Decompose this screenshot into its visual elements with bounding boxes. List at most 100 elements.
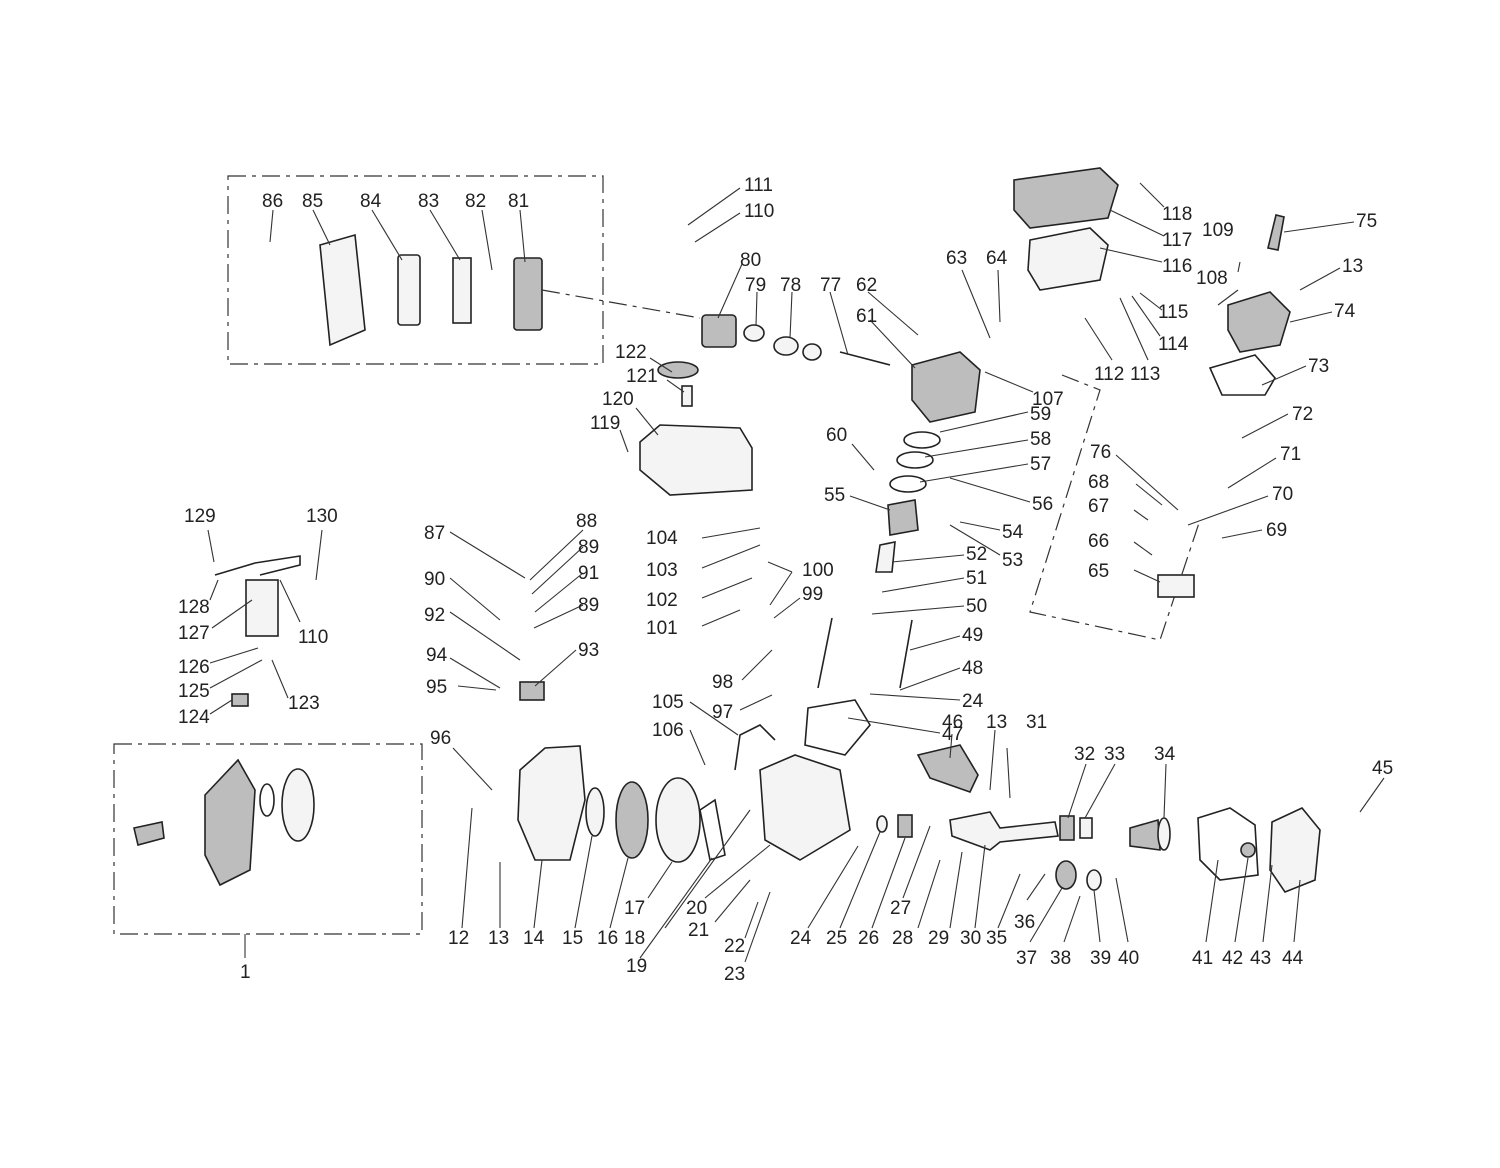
callout-26: 26	[858, 928, 879, 949]
leader-111	[687, 187, 741, 226]
callout-84: 84	[360, 191, 382, 212]
leader-79	[755, 291, 758, 326]
cooling-fan	[615, 781, 649, 859]
callout-41: 41	[1192, 948, 1213, 969]
callout-labels: 86 85 84 83 82 81 111 110 80 79 78 77 62…	[178, 175, 1393, 985]
leader-81	[519, 209, 526, 263]
leader-64	[997, 269, 1001, 323]
governor-gear	[1055, 860, 1077, 890]
starter-handle	[133, 821, 165, 846]
leader-102	[701, 577, 753, 599]
leader-84	[371, 209, 403, 261]
callout-130: 130	[306, 506, 338, 527]
leader-54	[959, 521, 1001, 531]
leader-80	[717, 263, 743, 319]
callout-91: 91	[578, 563, 599, 584]
leader-67	[1133, 509, 1149, 521]
leader-53	[949, 524, 1001, 556]
callout-46: 46	[942, 712, 963, 733]
callout-83: 83	[418, 191, 439, 212]
main-bearing	[897, 814, 913, 838]
callout-16: 16	[597, 928, 618, 949]
leader-89b	[533, 604, 584, 629]
callout-48: 48	[962, 658, 983, 679]
callout-32: 32	[1074, 744, 1095, 765]
leader-103	[701, 544, 761, 569]
callout-99: 99	[802, 584, 823, 605]
leader-16	[609, 857, 629, 929]
leader-18	[664, 809, 751, 929]
callout-85: 85	[302, 191, 323, 212]
leader-71	[1227, 457, 1277, 489]
callout-120: 120	[602, 389, 634, 410]
callout-22: 22	[724, 936, 745, 957]
fuel-tank	[639, 424, 753, 496]
callout-19: 19	[626, 956, 647, 977]
piston-ring-second	[896, 451, 934, 469]
crankcase-cover	[1269, 807, 1321, 893]
leader-105	[689, 701, 739, 736]
callout-81: 81	[508, 191, 529, 212]
callout-104: 104	[646, 528, 678, 549]
leader-58	[924, 439, 1029, 458]
callout-124: 124	[178, 707, 210, 728]
leader-30	[974, 844, 986, 929]
callout-25: 25	[826, 928, 847, 949]
leader-51	[881, 577, 965, 593]
callout-129: 129	[184, 506, 216, 527]
callout-51: 51	[966, 568, 987, 589]
callout-73: 73	[1308, 356, 1329, 377]
callout-31: 31	[1026, 712, 1047, 733]
callout-82: 82	[465, 191, 486, 212]
callout-52: 52	[966, 544, 987, 565]
leader-106	[689, 729, 706, 766]
air-filter-element	[397, 254, 421, 326]
control-panel	[245, 579, 279, 637]
callout-115: 115	[1158, 302, 1188, 323]
callout-63: 63	[946, 248, 967, 269]
leader-130	[315, 529, 323, 581]
leader-94	[449, 657, 501, 689]
push-rod-left	[817, 617, 833, 689]
leader-31	[1006, 747, 1011, 799]
callout-123: 123	[288, 693, 320, 714]
leader-113	[1119, 297, 1149, 361]
callout-94: 94	[426, 645, 448, 666]
leader-107	[984, 371, 1034, 393]
leader-120	[635, 407, 659, 436]
muffler	[1027, 227, 1109, 291]
leader-20	[704, 844, 771, 899]
callout-111: 111	[744, 175, 773, 196]
leader-48	[899, 667, 961, 691]
air-filter-base	[513, 257, 543, 331]
leader-92	[449, 611, 521, 661]
leader-125	[209, 659, 263, 689]
leader-56	[949, 477, 1031, 503]
leader-82	[481, 209, 493, 271]
spark-plug	[1267, 214, 1285, 251]
callout-109: 109	[1202, 220, 1234, 241]
leader-32	[1067, 763, 1087, 819]
callout-79: 79	[745, 275, 766, 296]
leader-15	[574, 835, 593, 929]
fuel-cap	[657, 361, 699, 379]
leader-49	[909, 635, 961, 651]
leader-98	[741, 649, 773, 681]
leader-85	[312, 209, 331, 246]
leader-34	[1163, 763, 1167, 819]
callout-126: 126	[178, 657, 210, 678]
rocker-arm-support	[1157, 574, 1195, 598]
callout-27: 27	[890, 898, 911, 919]
intake-gasket	[802, 343, 822, 361]
callout-39: 39	[1090, 948, 1111, 969]
callout-78: 78	[780, 275, 801, 296]
flywheel	[655, 777, 701, 863]
leader-109	[1237, 261, 1241, 273]
callout-59: 59	[1030, 404, 1051, 425]
callout-38: 38	[1050, 948, 1071, 969]
carburetor-spacer	[773, 336, 799, 356]
callout-29: 29	[928, 928, 949, 949]
callout-43: 43	[1250, 948, 1271, 969]
callout-102: 102	[646, 590, 678, 611]
leader-37	[1029, 887, 1063, 943]
